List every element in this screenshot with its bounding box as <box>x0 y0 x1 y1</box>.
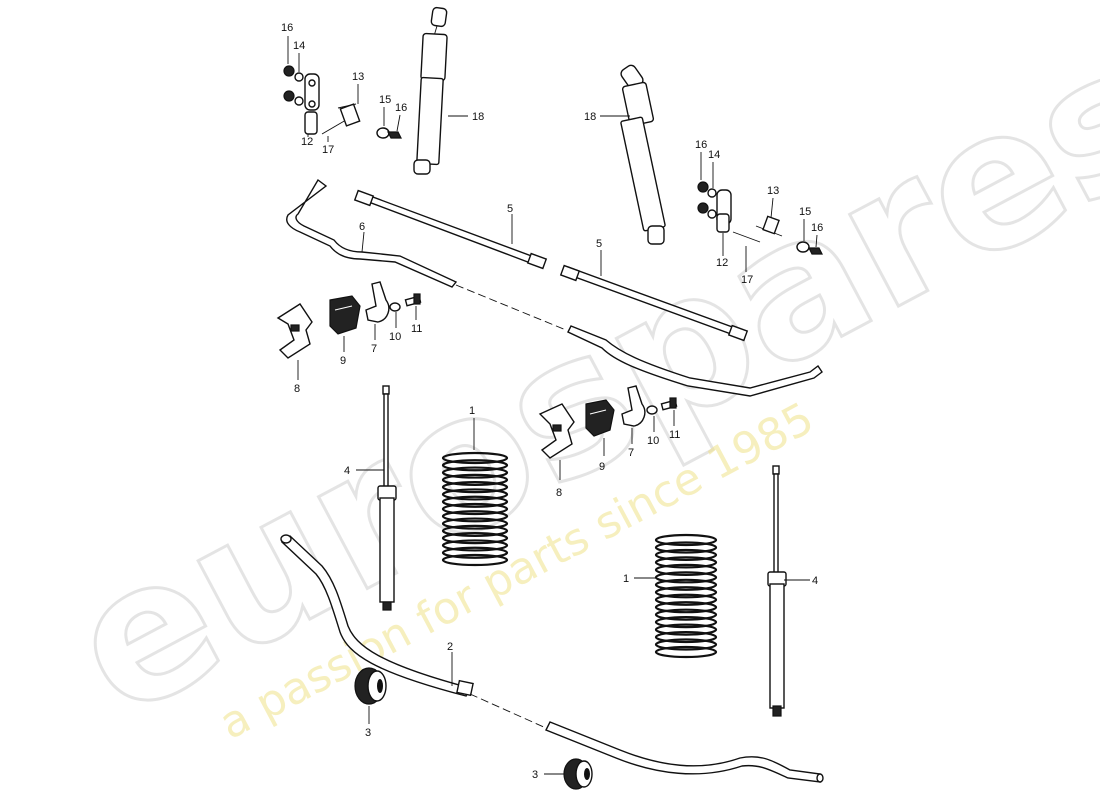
link-hardware-right[interactable] <box>697 181 823 255</box>
spring-coil <box>441 502 509 516</box>
spring-coil <box>441 539 509 552</box>
callout-6: 6 <box>359 221 365 233</box>
callout-14-a: 14 <box>293 40 305 52</box>
callout-12-b: 12 <box>716 257 728 269</box>
torsion-bar-right[interactable] <box>559 264 749 342</box>
callout-10-right: 10 <box>647 435 659 447</box>
spring-coil <box>654 548 718 562</box>
callout-5-left: 5 <box>507 203 513 215</box>
spring-coil <box>441 466 509 479</box>
callout-11-right: 11 <box>669 429 680 441</box>
watermark-brand: eurospares <box>37 1 1100 760</box>
spring-coil <box>654 578 718 591</box>
callout-18-right: 18 <box>584 111 596 123</box>
coil-spring-1-left[interactable] <box>441 451 509 567</box>
spring-coil <box>654 616 718 629</box>
callout-3-lower: 3 <box>532 769 538 781</box>
spring-coil <box>654 623 718 636</box>
callout-13-b: 13 <box>767 185 779 197</box>
mount-bracket-8-left[interactable] <box>276 303 313 359</box>
spring-coil <box>654 601 718 614</box>
spring-coil <box>654 630 718 644</box>
callout-16-d: 16 <box>811 222 823 234</box>
callout-14-b: 14 <box>708 149 720 161</box>
spring-coil <box>654 541 718 554</box>
spring-coil <box>441 553 509 567</box>
coil-spring-1-right[interactable] <box>654 533 718 659</box>
spring-coil <box>654 608 718 621</box>
callout-7-left: 7 <box>371 343 377 355</box>
rubber-mount-3-lower[interactable] <box>563 758 593 790</box>
strut-4-left[interactable] <box>377 385 397 611</box>
link-hardware-left[interactable] <box>283 65 402 139</box>
rubber-bushing-9-left[interactable] <box>329 295 361 335</box>
spring-coil <box>441 488 509 501</box>
callout-4-left: 4 <box>344 465 350 477</box>
spring-coil <box>441 459 509 472</box>
clamp-7-right[interactable] <box>621 385 646 427</box>
spring-coil <box>654 533 718 547</box>
washer-10-right[interactable] <box>646 405 658 415</box>
stabilizer-bar-lower[interactable] <box>280 534 824 783</box>
spring-coil <box>654 593 718 606</box>
bolt-11-left[interactable] <box>404 293 422 307</box>
callout-15-a: 15 <box>379 94 391 106</box>
callout-12-a: 12 <box>301 136 313 148</box>
spring-coil <box>654 586 718 599</box>
clamp-7-left[interactable] <box>365 281 390 323</box>
spring-coil <box>441 495 509 508</box>
spring-coil <box>654 638 718 651</box>
callout-16-b: 16 <box>395 102 407 114</box>
callout-15-b: 15 <box>799 206 811 218</box>
spring-coil <box>441 532 509 545</box>
watermark: eurospares a passion for parts since 198… <box>36 0 1100 761</box>
callout-8-left: 8 <box>294 383 300 395</box>
callout-17-a: 17 <box>322 144 334 156</box>
callout-11-left: 11 <box>411 323 422 335</box>
spring-coil <box>654 556 718 569</box>
callout-17-b: 17 <box>741 274 753 286</box>
callout-16-c: 16 <box>695 139 707 151</box>
callout-1-right: 1 <box>623 573 629 585</box>
callout-13-a: 13 <box>352 71 364 83</box>
spring-coil <box>441 517 509 530</box>
spring-coil <box>441 451 509 465</box>
shock-absorber-left[interactable] <box>413 6 448 175</box>
strut-4-right[interactable] <box>767 465 787 717</box>
callout-2: 2 <box>447 641 453 653</box>
callout-5-right: 5 <box>596 238 602 250</box>
callout-3-upper: 3 <box>365 727 371 739</box>
spring-coil <box>441 481 509 494</box>
callout-7-right: 7 <box>628 447 634 459</box>
callout-18-left: 18 <box>472 111 484 123</box>
callout-8-right: 8 <box>556 487 562 499</box>
spring-coil <box>654 563 718 576</box>
rubber-mount-3-upper[interactable] <box>354 667 387 705</box>
callout-1-left: 1 <box>469 405 475 417</box>
washer-10-left[interactable] <box>389 302 401 312</box>
spring-coil <box>441 510 509 523</box>
callout-16-a: 16 <box>281 22 293 34</box>
mount-bracket-8-right[interactable] <box>538 403 575 459</box>
bolt-11-right[interactable] <box>660 397 678 411</box>
callout-10-left: 10 <box>389 331 401 343</box>
callout-4-right: 4 <box>812 575 818 587</box>
spring-coil <box>441 546 509 559</box>
callout-9-right: 9 <box>599 461 605 473</box>
spring-coil <box>441 524 509 537</box>
callout-9-left: 9 <box>340 355 346 367</box>
stabilizer-bar-upper[interactable] <box>286 178 823 397</box>
spring-coil <box>654 571 718 584</box>
spring-coil <box>654 645 718 659</box>
rubber-bushing-9-right[interactable] <box>585 399 615 437</box>
spring-coil <box>441 473 509 486</box>
shock-absorber-right[interactable] <box>619 63 666 245</box>
torsion-bar-left[interactable] <box>353 189 548 270</box>
